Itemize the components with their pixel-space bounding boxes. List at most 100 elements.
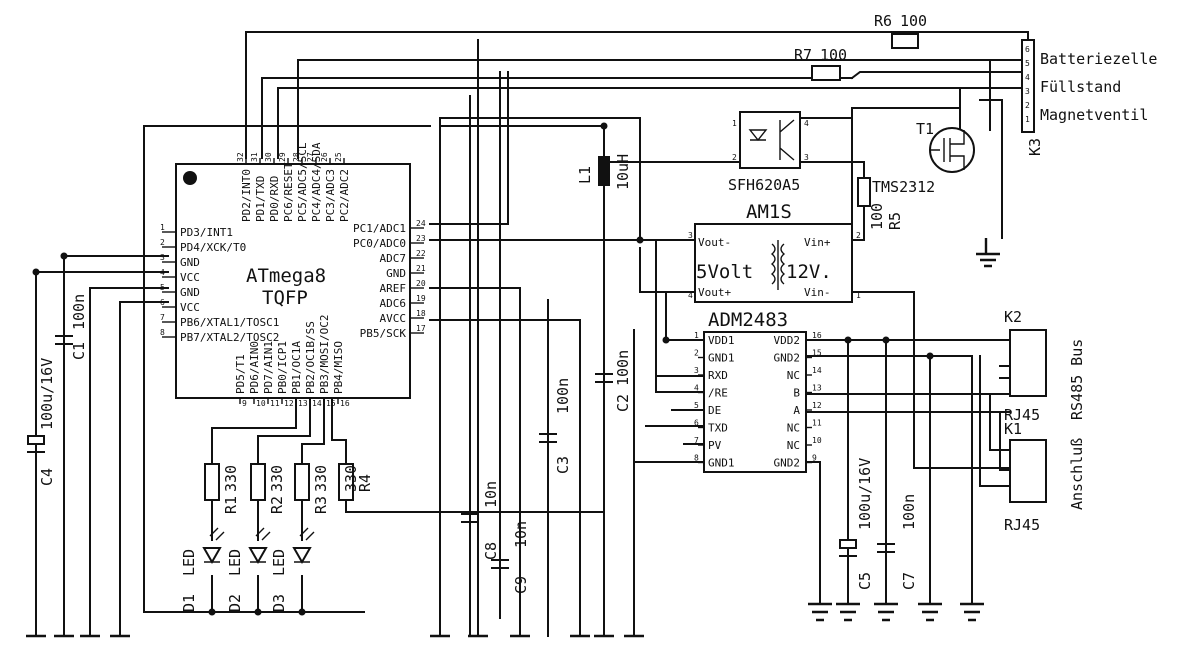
led-icon	[248, 547, 268, 565]
mcu-bottom-pin-label: PB2/OC1B/SS	[304, 321, 317, 394]
mcu-top-pin-number: 29	[278, 152, 287, 162]
ground-icon	[960, 602, 984, 622]
svg-text:100n: 100n	[614, 350, 632, 386]
ground-icon	[874, 602, 898, 622]
k1-type: RJ45	[1004, 516, 1040, 534]
mosfet-t1: T1 TMS2312	[872, 120, 975, 196]
adm-left-pin-label: GND1	[708, 352, 735, 365]
mcu-top-pin-label: PD1/TXD	[254, 176, 267, 222]
resistors: R6 100 R7 100 100 R5 R1 330 R2 330 R3 33…	[204, 12, 927, 514]
mcu-bottom-pin-label: PB0/ICP1	[276, 341, 289, 394]
adm-left-pin-number: 3	[694, 366, 699, 375]
svg-text:C9: C9	[512, 576, 530, 594]
k2-label: RS485 Bus	[1068, 339, 1086, 420]
mcu-package: TQFP	[262, 287, 308, 309]
mcu-left-pin-number: 3	[160, 253, 165, 262]
svg-text:C5: C5	[856, 572, 874, 590]
mcu-right-pin-label: ADC6	[380, 297, 407, 310]
dcdc-vout-minus: Vout-	[698, 236, 731, 249]
mcu-top-pin-number: 28	[292, 152, 301, 162]
adm-left-pin-number: 1	[694, 331, 699, 340]
mcu-right-pin-label: AVCC	[380, 312, 407, 325]
mcu-right-pin-number: 20	[416, 279, 426, 288]
mcu-top-pin-label: PD0/RXD	[268, 176, 281, 222]
resistor-r7	[811, 65, 841, 81]
mosfet-ref: T1	[916, 120, 934, 138]
inductor-l1: L1 10uH	[576, 154, 632, 190]
mcu-left-pin-number: 8	[160, 328, 165, 337]
transformer-left-coil-icon	[770, 243, 776, 285]
adm-left-pin-number: 5	[694, 401, 699, 410]
opto-led-icon	[748, 129, 768, 142]
mcu-left-pin-number: 7	[160, 313, 165, 322]
adm-left-pin-number: 8	[694, 454, 699, 463]
adm-right-pin-number: 13	[812, 384, 822, 393]
adm-right-pin-label: A	[793, 404, 800, 417]
k3-label-fuellstand: Füllstand	[1040, 78, 1121, 96]
mcu-left-pin-label: PB7/XTAL2/TOSC2	[180, 331, 279, 344]
r5-ref: R5	[886, 212, 904, 230]
k1-ref: K1	[1004, 420, 1022, 438]
mcu-left-pin-label: PB6/XTAL1/TOSC1	[180, 316, 279, 329]
svg-text:4: 4	[804, 119, 809, 128]
resistor-r2	[250, 463, 266, 501]
dcdc-vin-minus: Vin-	[804, 286, 831, 299]
adm-left-pin-label: TXD	[708, 422, 728, 435]
capacitor-c4: C4 100u/16V	[27, 358, 56, 486]
terminal-k3: Batteriezelle Füllstand Magnetventil K3	[1021, 39, 1157, 156]
d1-ref: D1	[180, 594, 198, 612]
k2-ref: K2	[1004, 308, 1022, 326]
mcu-top-pin-label: PC2/ADC2	[338, 169, 351, 222]
svg-text:C1: C1	[70, 342, 88, 360]
mcu-right-pin-number: 17	[416, 324, 426, 333]
l1-value: 10uH	[614, 154, 632, 190]
opto-name: SFH620A5	[728, 176, 800, 194]
mcu-bottom-pins: PD5/T19PD6/AIN010PD7/AIN111PB0/ICP112PB1…	[234, 315, 350, 408]
mcu-bottom-pin-number: 13	[298, 399, 308, 408]
led-icon	[202, 547, 222, 565]
mcu-top-pin-number: 30	[264, 152, 273, 162]
led-icon	[292, 547, 312, 565]
r7-value: 100	[820, 46, 847, 64]
k3-pin-number: 1	[1025, 115, 1030, 124]
mcu-left-pin-number: 2	[160, 238, 165, 247]
mcu-right-pin-label: ADC7	[380, 252, 407, 265]
mcu-name: ATmega8	[246, 265, 326, 287]
capacitor-c8: C8 10n	[461, 481, 500, 637]
atmega8-chip: ATmega8 TQFP PD3/INT11PD4/XCK/T02GND3VCC…	[160, 142, 426, 408]
k3-pin-number: 4	[1025, 73, 1030, 82]
transformer-right-coil-icon	[780, 243, 786, 285]
adm-right-pin-label: NC	[787, 439, 800, 452]
r4-value: 330	[342, 465, 360, 492]
mcu-right-pin-label: PC0/ADC0	[353, 237, 406, 250]
mcu-bottom-pin-number: 11	[270, 399, 280, 408]
ground-icon	[808, 602, 832, 622]
adm-left-pin-label: VDD1	[708, 334, 735, 347]
adm2483-chip: ADM2483 VDD11GND12RXD3/RE4DE5TXD6PV7GND1…	[694, 309, 822, 473]
svg-text:C7: C7	[900, 572, 918, 590]
adm-left-pin-label: DE	[708, 404, 721, 417]
mcu-left-pin-label: VCC	[180, 301, 200, 314]
mcu-top-pin-label: PC5/ADC5/SCL	[296, 142, 309, 222]
mcu-top-pin-number: 32	[236, 152, 245, 162]
resistor-r5	[857, 177, 871, 207]
adm-right-pin-label: NC	[787, 422, 800, 435]
dcdc-name: AM1S	[746, 201, 792, 223]
resistor-r3	[294, 463, 310, 501]
r6-ref: R6	[874, 12, 892, 30]
mcu-bottom-pin-label: PD6/AIN0	[248, 341, 261, 394]
capacitors: C1 100n C4 100u/16V C3 100n C2 100n C8 1…	[27, 294, 918, 637]
d2-ref: D2	[226, 594, 244, 612]
mcu-left-pin-label: PD4/XCK/T0	[180, 241, 246, 254]
ground-icon	[836, 602, 860, 622]
k3-pin-number: 3	[1025, 87, 1030, 96]
resistor-r6	[891, 33, 919, 49]
mcu-top-pin-label: PD2/INT0	[240, 169, 253, 222]
mosfet-name: TMS2312	[872, 178, 935, 196]
capacitor-c5: C5 100u/16V	[839, 458, 874, 590]
dcdc-vout-plus: Vout+	[698, 286, 731, 299]
mcu-bottom-pin-number: 15	[326, 399, 336, 408]
